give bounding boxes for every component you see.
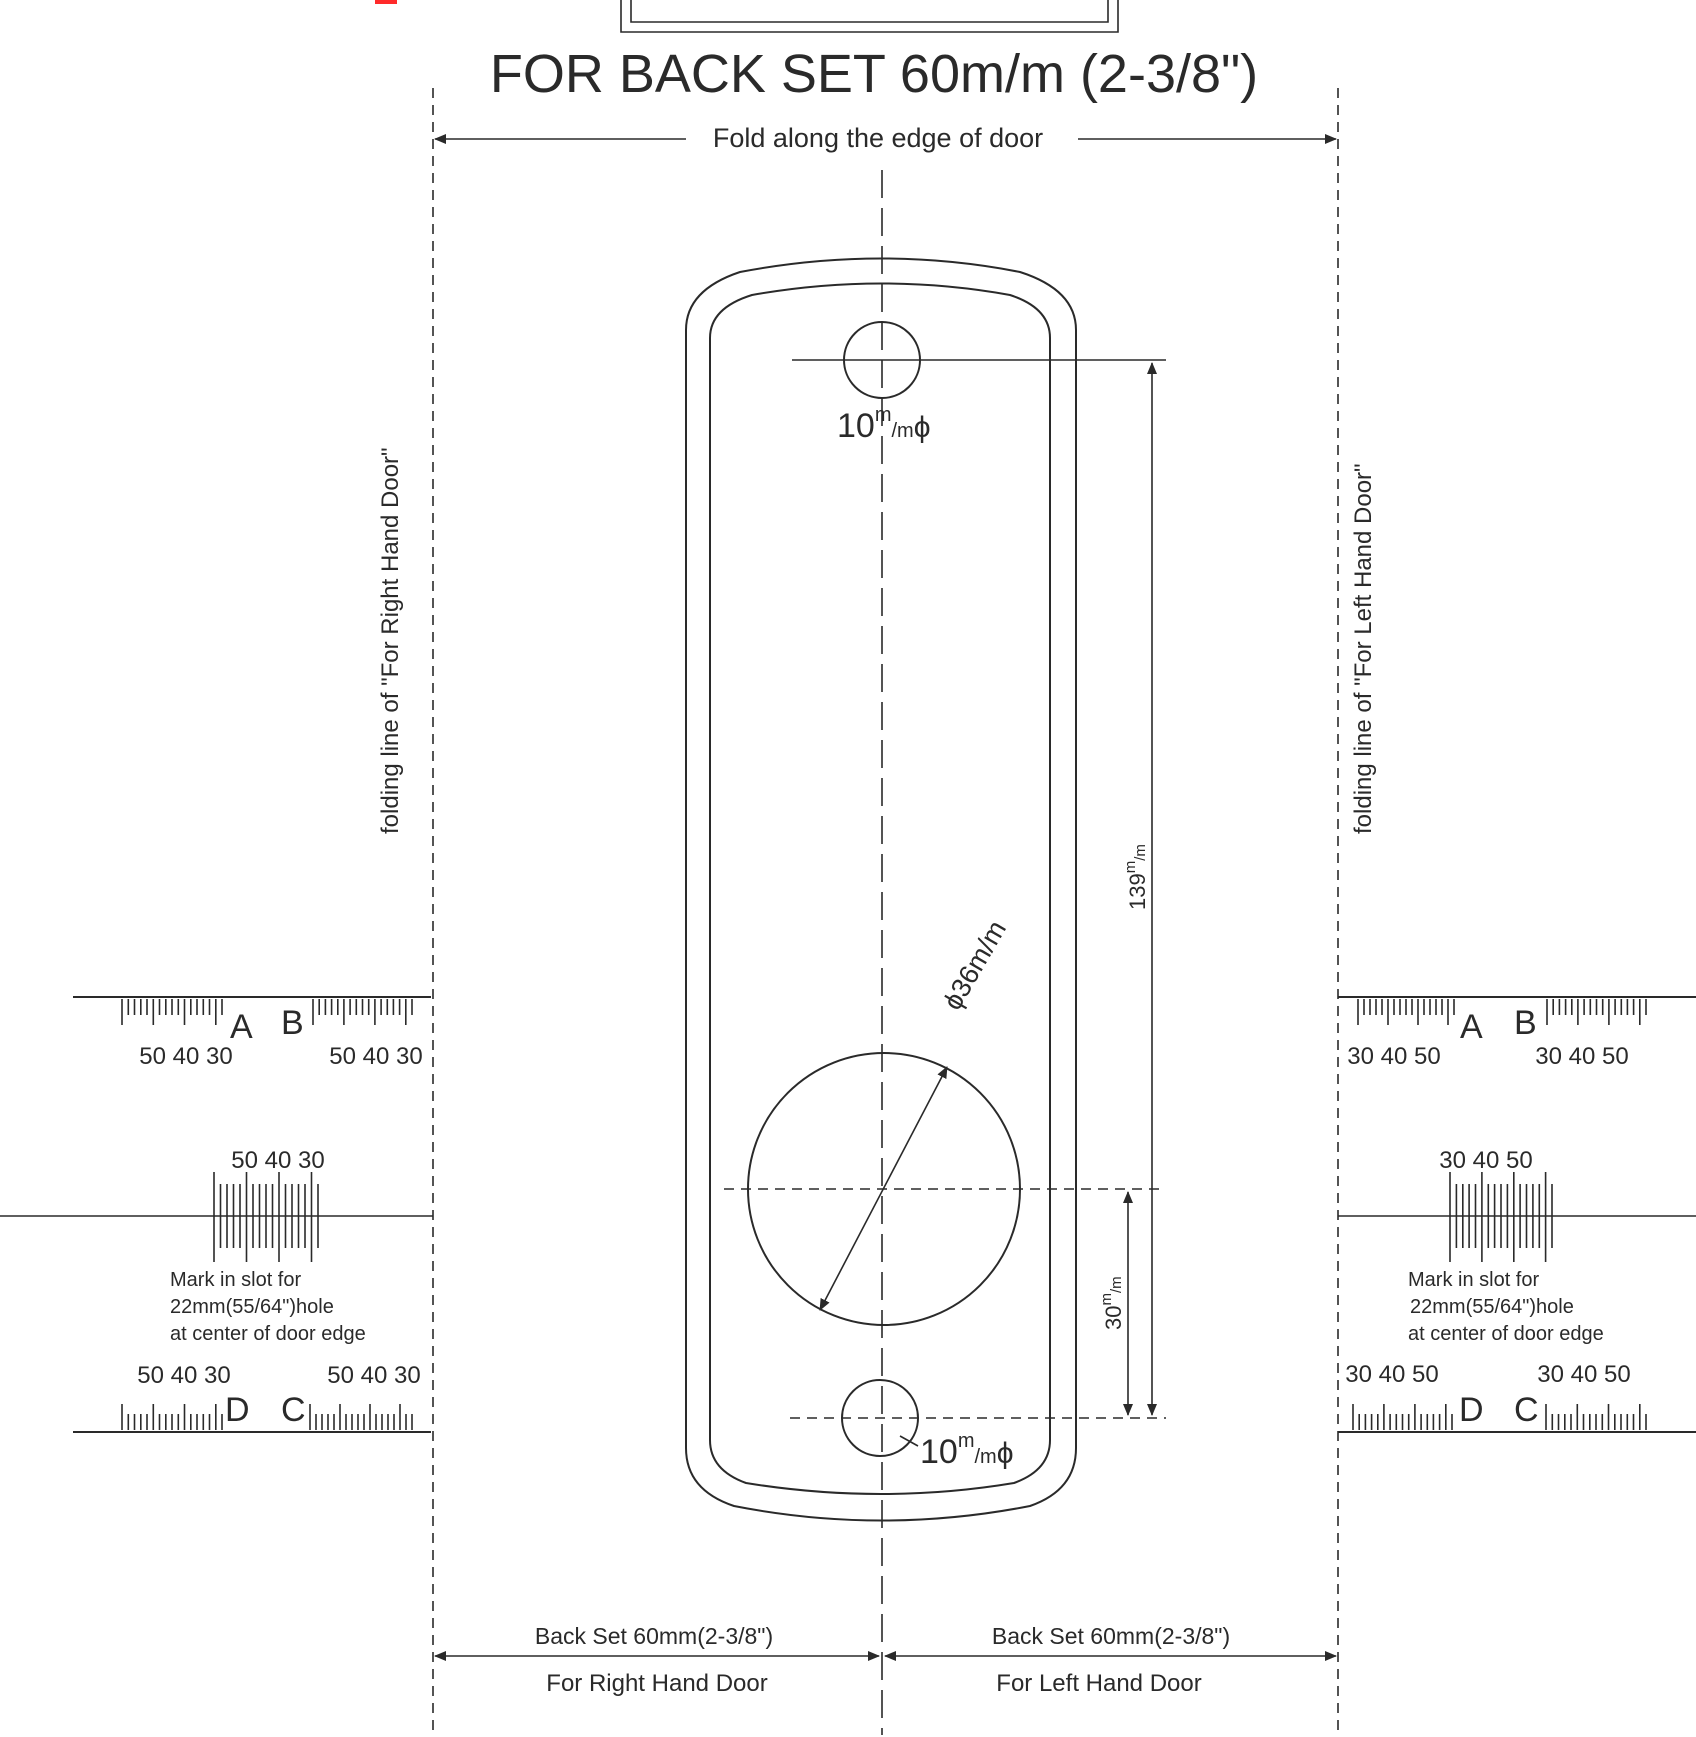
big-hole-label: ϕ36m/m	[937, 915, 1012, 1015]
diameter-arrow	[819, 1066, 948, 1311]
backset-dimension: Back Set 60mm(2-3/8") For Right Hand Doo…	[434, 1623, 1337, 1697]
left-mark-line3: at center of door edge	[170, 1323, 366, 1345]
left-mid-scale-ticks	[213, 1172, 319, 1262]
right-fold-label: folding line of "For Left Hand Door"	[1350, 463, 1377, 834]
right-edge-gauge: A B 30 40 50 30 40 50 30 40 50 Mark in s…	[1338, 996, 1696, 1433]
backset-left-bottom: For Right Hand Door	[546, 1670, 767, 1697]
left-scale-mid: 50 40 30	[231, 1147, 324, 1174]
bottom-hole-label: 10m/mϕ	[920, 1430, 1014, 1471]
right-letter-b: B	[1514, 1004, 1537, 1042]
right-dc-scale-ticks	[1352, 1404, 1647, 1430]
backset-right-bottom: For Left Hand Door	[996, 1670, 1201, 1697]
plate-outer-outline	[685, 257, 1077, 1522]
right-mark-line1: Mark in slot for	[1408, 1269, 1539, 1291]
left-mark-line2: 22mm(55/64")hole	[170, 1296, 334, 1318]
left-letter-b: B	[281, 1004, 304, 1042]
backset-left-top: Back Set 60mm(2-3/8")	[535, 1623, 773, 1649]
page-title: FOR BACK SET 60m/m (2-3/8")	[490, 44, 1258, 104]
right-scale-b: 30 40 50	[1535, 1043, 1628, 1070]
right-letter-d: D	[1459, 1391, 1484, 1429]
right-scale-c: 30 40 50	[1537, 1361, 1630, 1388]
left-fold-label: folding line of "For Right Hand Door"	[377, 447, 404, 834]
right-letter-c: C	[1514, 1391, 1539, 1429]
left-ab-scale-ticks	[121, 999, 413, 1025]
left-scale-b: 50 40 30	[329, 1043, 422, 1070]
bottom-hole-leader	[899, 1435, 919, 1447]
red-mark	[375, 0, 397, 4]
left-mark-line1: Mark in slot for	[170, 1269, 301, 1291]
left-scale-a: 50 40 30	[139, 1043, 232, 1070]
right-mark-line3: at center of door edge	[1408, 1323, 1604, 1345]
backset-right-top: Back Set 60mm(2-3/8")	[992, 1623, 1230, 1649]
right-scale-d: 30 40 50	[1345, 1361, 1438, 1388]
left-edge-gauge: A B 50 40 30 50 40 30 50 40 30 Mark in s…	[73, 996, 431, 1433]
right-letter-a: A	[1460, 1008, 1483, 1046]
dim-30-label: 30m/m	[1098, 1276, 1126, 1330]
right-mark-line2: 22mm(55/64")hole	[1410, 1296, 1574, 1318]
left-letter-c: C	[281, 1391, 306, 1429]
left-scale-c: 50 40 30	[327, 1362, 420, 1389]
plate-inner-outline	[709, 282, 1051, 1495]
right-scale-a: 30 40 50	[1347, 1043, 1440, 1070]
right-scale-mid: 30 40 50	[1439, 1147, 1532, 1174]
dim-139-label: 139m/m	[1122, 844, 1150, 910]
left-dc-scale-ticks	[121, 1404, 413, 1430]
top-hole-label: 10m/mϕ	[837, 404, 931, 445]
fold-instruction: Fold along the edge of door	[713, 123, 1043, 153]
right-mid-scale-ticks	[1449, 1172, 1553, 1262]
left-letter-a: A	[230, 1008, 253, 1046]
left-letter-d: D	[225, 1391, 250, 1429]
left-scale-d: 50 40 30	[137, 1362, 230, 1389]
top-frame	[620, 0, 1119, 33]
right-ab-scale-ticks	[1357, 999, 1647, 1025]
